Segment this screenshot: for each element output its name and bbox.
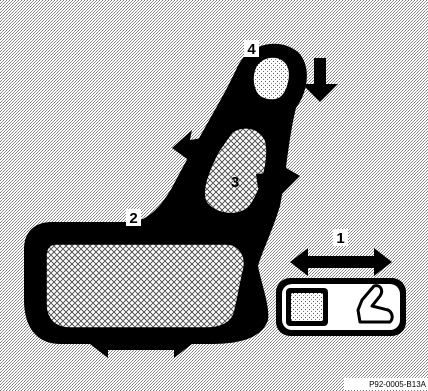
seat-cushion-insert — [46, 244, 244, 328]
callout-3-label: 3 — [231, 174, 239, 191]
callout-2-label: 2 — [129, 210, 137, 227]
reference-code: P92-0005-B13A — [369, 380, 427, 389]
callout-3: 3 — [231, 174, 239, 191]
callout-4: 4 — [244, 40, 259, 58]
callout-2: 2 — [126, 209, 141, 227]
callout-1-label: 1 — [336, 230, 344, 247]
callout-1: 1 — [333, 229, 348, 247]
seat-adjust-switch — [276, 278, 406, 336]
callout-4-label: 4 — [247, 41, 256, 58]
head-restraint-insert — [253, 57, 290, 100]
